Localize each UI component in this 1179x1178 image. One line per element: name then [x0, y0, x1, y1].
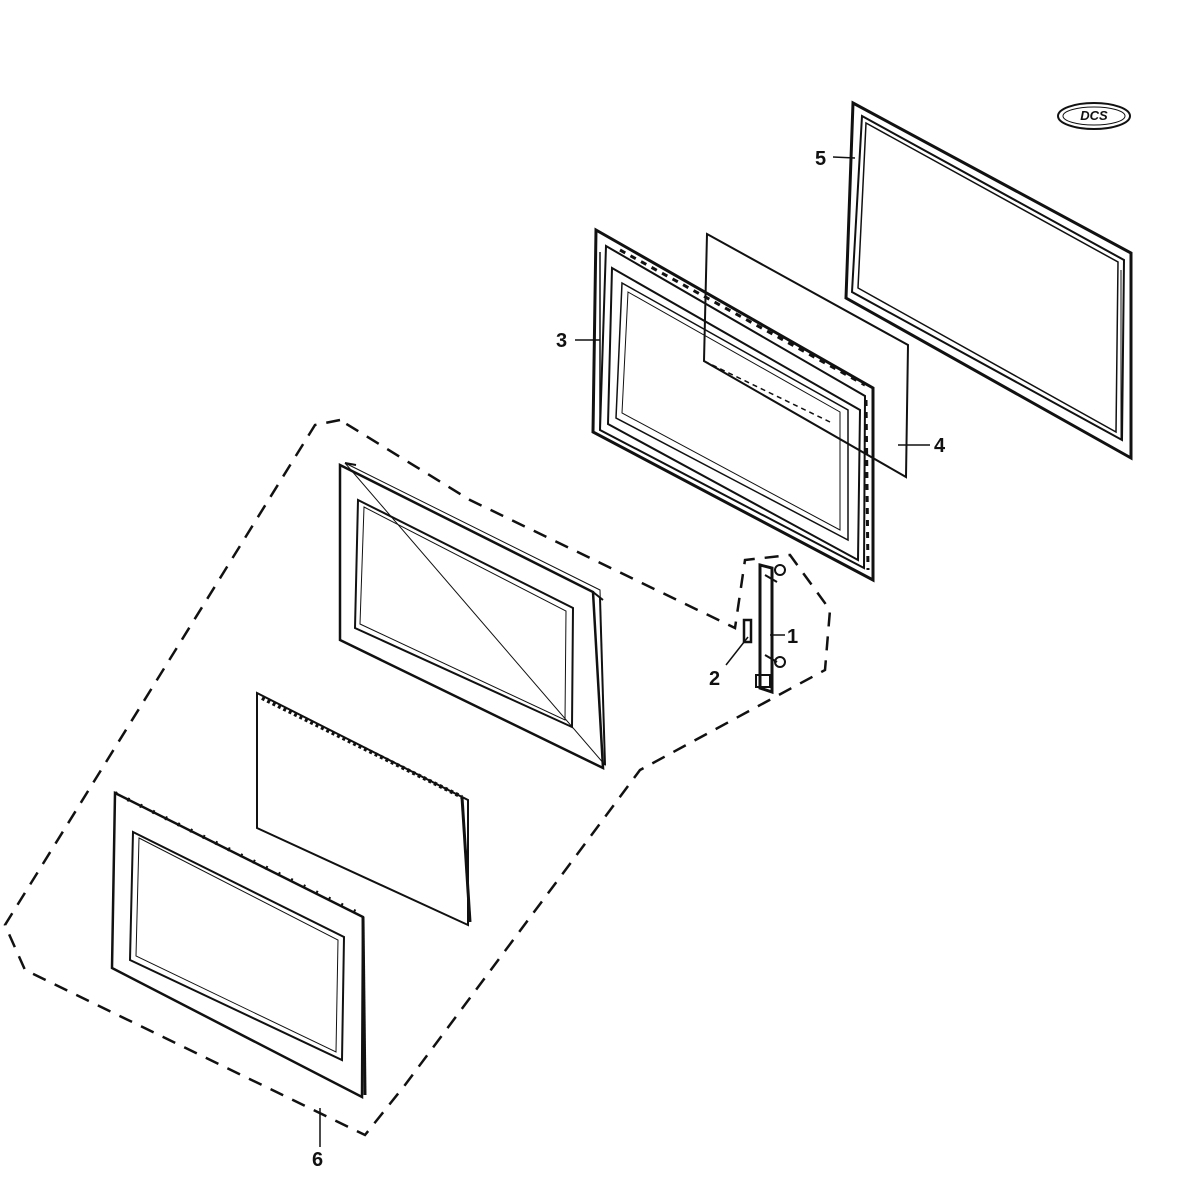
part-5-door-frame [844, 100, 1133, 461]
callout-5: 5 [815, 148, 826, 170]
logo-text: DCS [1080, 108, 1108, 123]
part-2-latch-spring [742, 618, 753, 644]
callout-4: 4 [934, 435, 946, 457]
part-1-latch-hinge [755, 563, 786, 695]
part-4-glass-panel [702, 232, 910, 479]
part-6-glass-pane [256, 691, 472, 927]
part-6-door-outer-panel [338, 462, 606, 771]
callout-6: 6 [312, 1149, 323, 1171]
assembly-6-dashed-boundary [3, 418, 832, 1137]
callout-1: 1 [787, 626, 798, 648]
callout-3: 3 [556, 330, 567, 352]
brand-logo: DCS [1057, 102, 1131, 130]
callout-2: 2 [709, 668, 720, 690]
part-6-door-front-panel [110, 790, 367, 1100]
part-3-inner-frame [591, 227, 875, 583]
leader-lines [319, 156, 930, 1147]
